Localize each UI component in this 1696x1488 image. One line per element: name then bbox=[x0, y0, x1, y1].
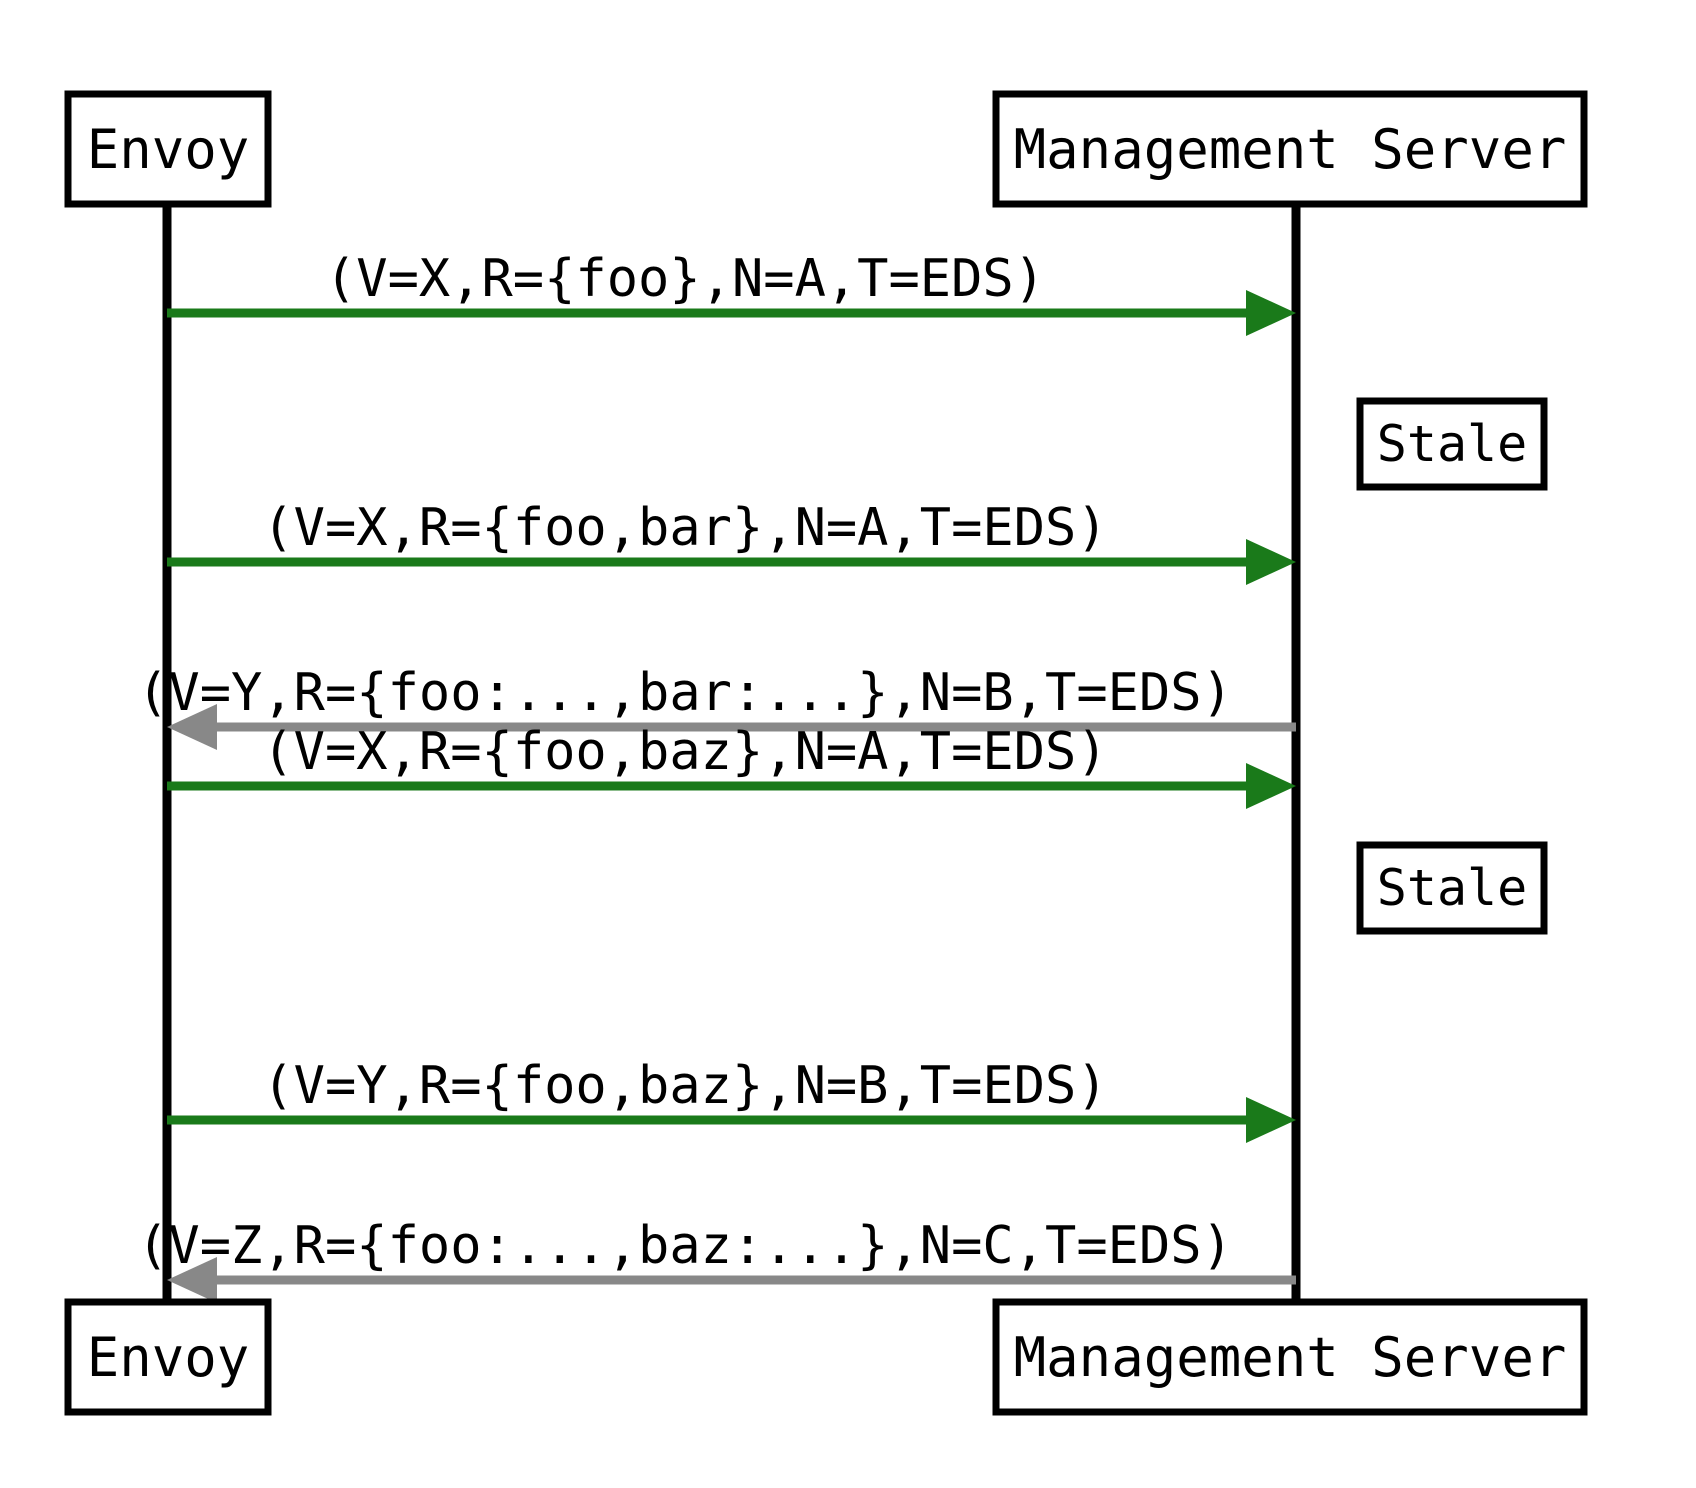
participant-box-management-server-top[interactable] bbox=[992, 90, 1588, 208]
participant-box-envoy-bottom[interactable] bbox=[64, 1298, 272, 1416]
participant-box-management-server-bottom[interactable] bbox=[992, 1298, 1588, 1416]
note-stale-1: Stale bbox=[1356, 397, 1548, 491]
message-arrowhead-5 bbox=[1246, 1097, 1296, 1143]
participant-label-management-server-bottom: Management Server bbox=[1014, 1326, 1567, 1389]
note-stale-2: Stale bbox=[1356, 841, 1548, 935]
message-arrowhead-6 bbox=[167, 1257, 217, 1303]
message-4[interactable]: (V=X,R={foo,baz},N=A,T=EDS) bbox=[167, 722, 1296, 809]
message-2[interactable]: (V=X,R={foo,bar},N=A,T=EDS) bbox=[167, 498, 1296, 585]
participant-header-management-server[interactable]: Management Server bbox=[992, 90, 1588, 208]
participant-label-envoy-top: Envoy bbox=[87, 118, 250, 181]
message-1[interactable]: (V=X,R={foo},N=A,T=EDS) bbox=[167, 249, 1296, 336]
participant-footer-management-server[interactable]: Management Server bbox=[992, 1298, 1588, 1416]
message-label-1: (V=X,R={foo},N=A,T=EDS) bbox=[325, 249, 1045, 309]
message-arrowhead-1 bbox=[1246, 290, 1296, 336]
note-label-stale-2: Stale bbox=[1377, 859, 1528, 917]
message-label-5: (V=Y,R={foo,baz},N=B,T=EDS) bbox=[262, 1056, 1107, 1116]
participant-header-envoy[interactable]: Envoy bbox=[64, 90, 272, 208]
message-6[interactable]: (V=Z,R={foo:...,baz:...},N=C,T=EDS) bbox=[137, 1216, 1296, 1303]
message-label-3: (V=Y,R={foo:...,bar:...},N=B,T=EDS) bbox=[137, 663, 1233, 723]
message-arrowhead-3 bbox=[167, 704, 217, 750]
message-arrowhead-2 bbox=[1246, 539, 1296, 585]
participant-footer-envoy[interactable]: Envoy bbox=[64, 1298, 272, 1416]
message-3[interactable]: (V=Y,R={foo:...,bar:...},N=B,T=EDS) bbox=[137, 663, 1296, 750]
message-label-6: (V=Z,R={foo:...,baz:...},N=C,T=EDS) bbox=[137, 1216, 1233, 1276]
note-box-stale-2 bbox=[1356, 841, 1548, 935]
participant-label-envoy-bottom: Envoy bbox=[87, 1326, 250, 1389]
message-arrowhead-4 bbox=[1246, 763, 1296, 809]
participant-label-management-server-top: Management Server bbox=[1014, 118, 1567, 181]
message-5[interactable]: (V=Y,R={foo,baz},N=B,T=EDS) bbox=[167, 1056, 1296, 1143]
note-label-stale-1: Stale bbox=[1377, 415, 1528, 473]
message-label-2: (V=X,R={foo,bar},N=A,T=EDS) bbox=[262, 498, 1107, 558]
participant-box-envoy-top[interactable] bbox=[64, 90, 272, 208]
note-box-stale-1 bbox=[1356, 397, 1548, 491]
message-label-4: (V=X,R={foo,baz},N=A,T=EDS) bbox=[262, 722, 1107, 782]
